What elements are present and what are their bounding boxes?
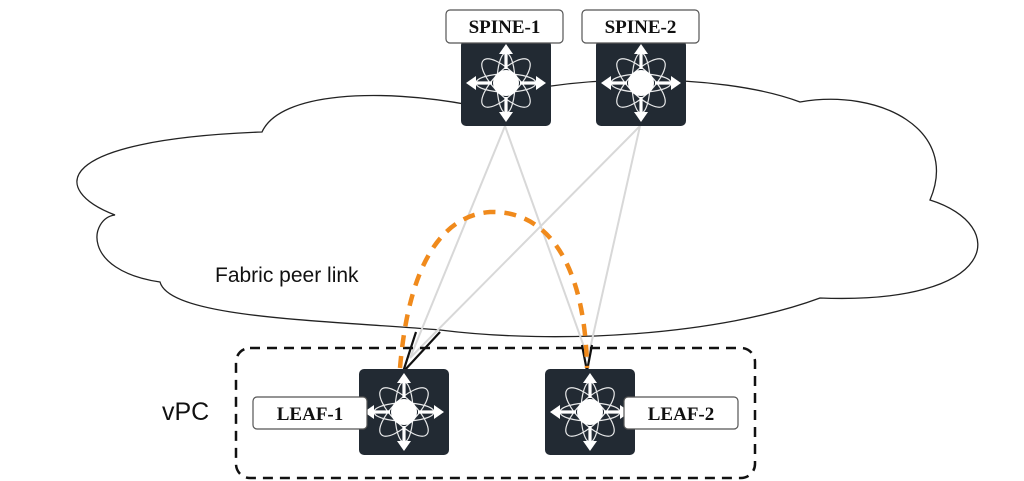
fabric-peer-link-label: Fabric peer link bbox=[215, 264, 359, 287]
vpc-label: vPC bbox=[162, 398, 209, 426]
leaf-2-label-box bbox=[623, 396, 739, 430]
leaf-1-switch[interactable]: LEAF-1 bbox=[252, 367, 451, 457]
link-spine1-leaf2 bbox=[504, 125, 589, 359]
link-spine2-leaf2 bbox=[587, 125, 641, 359]
spine-1-label-box bbox=[445, 9, 564, 44]
switch-icon bbox=[543, 367, 637, 457]
fabric-links bbox=[409, 125, 641, 359]
leaf-uplink-stubs bbox=[401, 331, 594, 373]
fabric-cloud bbox=[76, 79, 979, 338]
link-spine2-leaf1 bbox=[409, 125, 641, 359]
spine-1-label: SPINE-1 bbox=[469, 17, 541, 38]
switch-icon bbox=[594, 38, 688, 128]
leaf-1-label: LEAF-1 bbox=[277, 404, 344, 425]
spine-1-switch[interactable]: SPINE-1 bbox=[445, 9, 564, 128]
leaf-1-label-box bbox=[252, 396, 368, 430]
spine-2-label: SPINE-2 bbox=[605, 17, 677, 38]
switch-icon bbox=[357, 367, 451, 457]
vpc-domain-box bbox=[234, 346, 757, 480]
switch-icon bbox=[459, 38, 553, 128]
leaf-2-label: LEAF-2 bbox=[648, 404, 715, 425]
leaf-2-switch[interactable]: LEAF-2 bbox=[543, 367, 739, 457]
spine-2-label-box bbox=[581, 9, 700, 44]
fabric-peer-link bbox=[397, 209, 590, 369]
spine-2-switch[interactable]: SPINE-2 bbox=[581, 9, 700, 128]
link-spine1-leaf1 bbox=[409, 125, 506, 359]
